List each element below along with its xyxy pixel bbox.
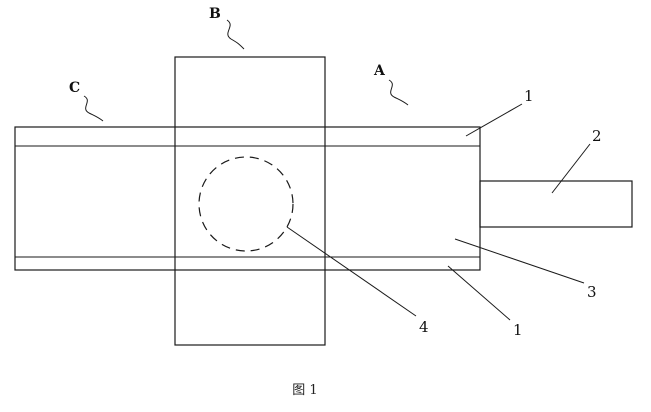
label-ref3: 3 [587, 283, 597, 301]
label-ref1-bottom: 1 [513, 321, 523, 339]
label-A: A [373, 63, 386, 79]
leader-ref1-top [465, 103, 523, 137]
leader-ref2 [551, 143, 591, 194]
label-C: C [69, 80, 80, 96]
squiggle-C [83, 95, 104, 122]
label-B: B [209, 6, 221, 22]
main-body-rect [14, 126, 481, 271]
squiggle-A [388, 79, 409, 106]
leader-ref3 [454, 238, 585, 284]
vertical-plate-rect [174, 56, 326, 346]
right-stub-rect [479, 180, 633, 228]
label-ref1-top: 1 [524, 87, 534, 105]
squiggle-B [226, 19, 245, 50]
figure-caption: 图 1 [292, 383, 317, 398]
label-ref2: 2 [592, 127, 602, 145]
leader-ref1-bottom [447, 265, 511, 321]
dashed-circle [198, 156, 294, 252]
leader-ref4 [286, 226, 417, 317]
label-ref4: 4 [419, 318, 429, 336]
